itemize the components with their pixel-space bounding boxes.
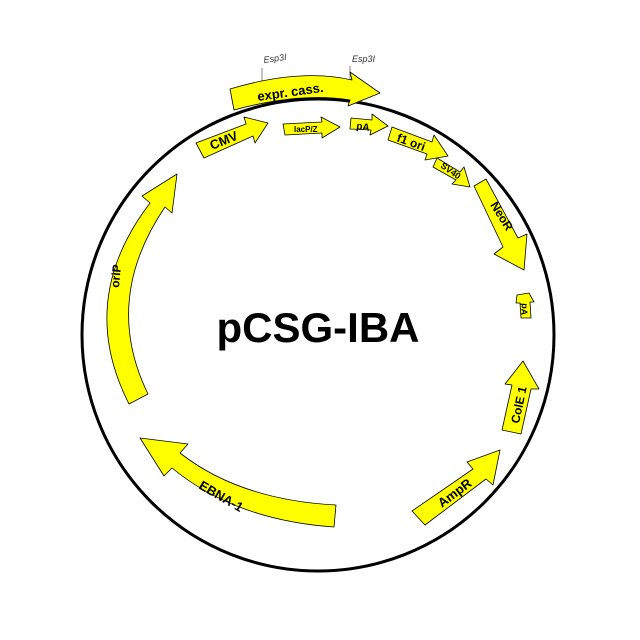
neor-arrow [473, 178, 528, 271]
sv40-arrow [432, 157, 471, 188]
orip-label: oriP [108, 264, 124, 288]
lacpz-label: lacP/Z [294, 125, 318, 134]
sv40-label: SV40 [439, 160, 463, 181]
pa-top-label: pA [356, 121, 371, 134]
f1-ori-arrow [387, 126, 449, 161]
plasmid-backbone [80, 97, 556, 573]
ampr-label: AmpR [435, 475, 475, 510]
f1-ori-label: f1 ori [395, 131, 427, 154]
cmv-arrow [195, 116, 269, 159]
esp3i-site-2-label: Esp3I [352, 54, 376, 64]
pa-right-arrow [515, 292, 535, 319]
esp3i-site-1-label: Esp3I [263, 52, 288, 65]
cole1-arrow [501, 360, 540, 435]
expr-cass-arrow [229, 71, 381, 111]
ebna1-arrow [139, 437, 337, 528]
plasmid-title: pCSG-IBA [217, 304, 420, 351]
pa-right-label: pA [519, 303, 530, 316]
ampr-arrow [411, 449, 501, 526]
orip-arrow [106, 173, 178, 405]
pa-top-arrow [349, 113, 389, 136]
lacpz-arrow [282, 116, 341, 139]
